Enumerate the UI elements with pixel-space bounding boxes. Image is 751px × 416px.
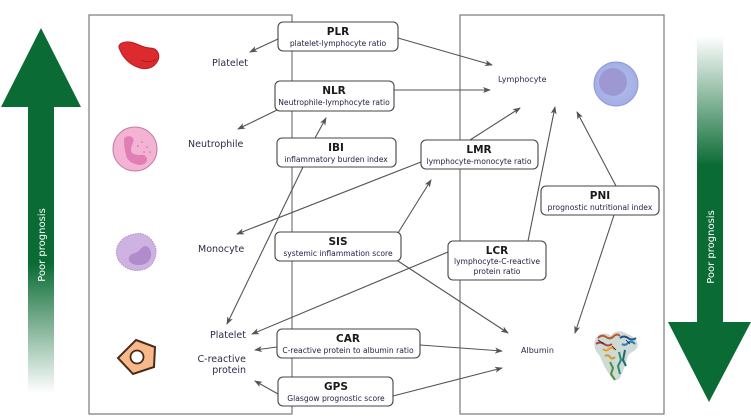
poor-prognosis-up-arrow: Poor prognosis [1,28,81,393]
index-abbr: IBI [328,142,344,154]
arrow-car-crp [254,346,278,353]
crp-label-line2: protein [212,365,246,376]
index-abbr: LCR [486,245,508,257]
arrow-lmr-lymphocyte [469,107,521,141]
index-abbr: PLR [327,26,349,38]
albumin-label: Albumin [521,346,554,355]
arrow-pni-lymphocyte [576,111,617,187]
arrow-lmr-monocyte [236,161,422,235]
index-full-name: lymphocyte-monocyte ratio [426,157,531,166]
albumin-protein-icon [594,331,638,381]
right-prognosis-label: Poor prognosis [706,210,717,284]
arrow-ibi-nlr [314,117,327,139]
index-box-ibi[interactable]: IBI inflammatory burden index [276,137,397,168]
arrow-gps-crp [254,380,279,395]
arrow-car-albumin [419,344,503,354]
index-box-sis[interactable]: SIS systemic inflammation score [274,231,402,262]
index-abbr: CAR [336,333,360,345]
arrow-gps-albumin [392,366,503,397]
index-box-plr[interactable]: PLR platelet-lymphocyte ratio [277,21,399,52]
index-box-lmr[interactable]: LMR lymphocyte-monocyte ratio [420,139,539,170]
crp-label-line1: C-reactive [198,354,247,365]
neutrophile-label: Neutrophile [188,139,244,150]
arrow-sis-lmr [397,179,432,234]
index-abbr: NLR [322,85,346,97]
index-full-name: Neutrophile-lymphocyte ratio [278,98,390,107]
red-blood-cell-icon [118,41,160,70]
index-box-nlr[interactable]: NLR Neutrophile-lymphocyte ratio [274,80,395,112]
index-full-name: inflammatory burden index [284,155,388,164]
monocyte-label: Monocyte [198,244,244,255]
index-abbr: SIS [328,236,347,248]
left-prognosis-label: Poor prognosis [37,208,48,282]
poor-prognosis-down-arrow: Poor prognosis [668,36,751,402]
arrow-nlr-neutrophile [237,109,278,130]
lymphocyte-label: Lymphocyte [498,75,547,84]
index-box-pni[interactable]: PNI prognostic nutritional index [540,185,660,216]
index-abbr: GPS [324,381,348,393]
index-full-name-line2: protein ratio [474,267,521,276]
arrow-lcr-platelet [251,251,449,335]
index-abbr: PNI [590,190,610,202]
index-full-name: C-reactive protein to albumin ratio [282,346,414,355]
index-box-gps[interactable]: GPS Glasgow prognostic score [277,376,394,407]
index-box-car[interactable]: CAR C-reactive protein to albumin ratio [276,328,421,359]
monocyte-icon [116,233,157,271]
pentagon-molecule-icon [116,338,157,376]
platelet-label-top: Platelet [212,58,248,69]
arrow-plr-platelet [249,38,279,53]
lymphocyte-icon [593,61,639,107]
connection-arrows [226,37,617,397]
index-full-name: platelet-lymphocyte ratio [290,39,387,48]
arrow-sis-albumin [397,260,509,334]
up-arrow-head [1,28,81,107]
arrow-pni-albumin [574,214,615,334]
neutrophil-icon [112,126,158,172]
up-arrow-shaft [28,105,54,393]
platelet-label-bottom: Platelet [210,330,246,341]
arrow-ibi-platelet [226,166,304,325]
index-full-name: systemic inflammation score [283,249,393,258]
index-box-lcr[interactable]: LCR lymphocyte-C-reactive protein ratio [447,240,547,281]
arrow-lcr-lymphocyte [527,106,557,242]
index-full-name-line1: lymphocyte-C-reactive [454,257,540,266]
index-abbr: LMR [466,144,491,156]
index-full-name: prognostic nutritional index [548,203,653,212]
down-arrow-shaft [697,36,723,324]
down-arrow-head [668,322,751,402]
left-panel [88,14,293,415]
arrow-plr-lymphocyte [397,37,493,66]
index-full-name: Glasgow prognostic score [287,394,385,403]
